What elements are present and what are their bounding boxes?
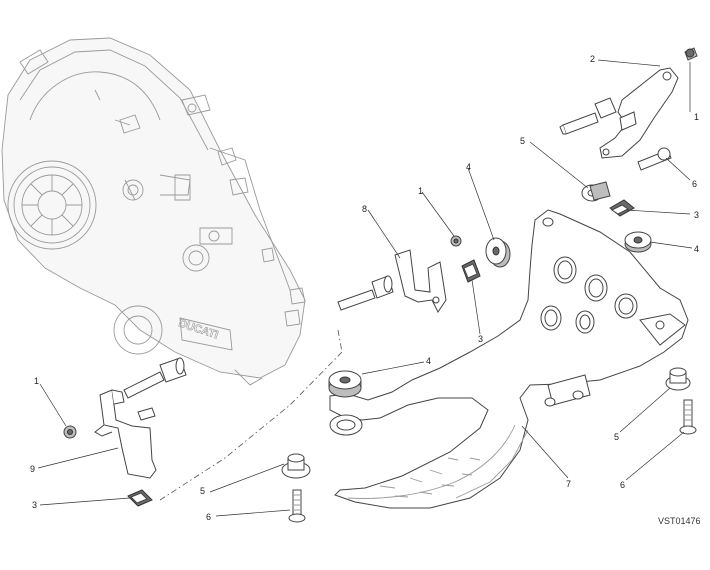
bracket-part-2: [599, 67, 679, 159]
callout-3-left: 3: [32, 500, 37, 510]
callout-6-bottom-right: 6: [620, 480, 625, 490]
screw-part-1-left: [63, 425, 77, 439]
washer-part-5-top: [581, 181, 611, 202]
callout-1-center: 1: [418, 186, 423, 196]
callout-2-top: 2: [590, 54, 595, 64]
callout-4-right: 4: [694, 244, 699, 254]
callout-6-top-right: 6: [692, 179, 697, 189]
bracket-part-9: [94, 389, 157, 479]
bolt-left-bracket: [123, 357, 187, 399]
center-lines: [159, 329, 343, 501]
callout-6-bottom: 6: [206, 512, 211, 522]
grommet-part-4-center-top: [485, 237, 511, 268]
callout-4-center-top: 4: [466, 162, 471, 172]
grommet-part-4-right: [624, 231, 652, 253]
skid-plate-part-7: [329, 209, 689, 509]
screw-part-6-bottom-right: [679, 399, 697, 435]
leader-lines: [37, 59, 693, 517]
bolt-top-bracket: [559, 97, 617, 135]
clip-part-3-right: [609, 199, 635, 217]
bracket-part-8: [394, 249, 447, 313]
callout-9-left: 9: [30, 464, 35, 474]
drawing-reference-code: VST01476: [658, 516, 701, 526]
callout-1-top-right: 1: [694, 112, 699, 122]
clip-part-3-center: [461, 259, 481, 283]
screw-part-6-top-right: [637, 147, 672, 171]
callout-labels: 2 1 5 6 3 4 4 1 8 3 4 1 9 3 5 6 7 5 6: [30, 54, 699, 522]
callout-7-bottom: 7: [566, 479, 571, 489]
screw-part-1-center: [450, 235, 462, 247]
callout-4-center-mid: 4: [426, 356, 431, 366]
grommet-part-4-center-mid: [328, 370, 362, 398]
screw-part-1-top-right: [684, 47, 698, 61]
washer-part-5-bottom-right: [665, 367, 691, 391]
callout-3-right: 3: [694, 210, 699, 220]
callout-1-left: 1: [34, 376, 39, 386]
callout-5-bottom-right: 5: [614, 432, 619, 442]
callout-8-center: 8: [362, 204, 367, 214]
callout-5-bottom: 5: [200, 486, 205, 496]
bolt-part-8-stem: [337, 275, 394, 311]
clip-part-3-left: [127, 489, 153, 507]
washer-part-5-bottom: [281, 453, 311, 479]
screw-part-6-bottom: [288, 489, 306, 523]
callout-5-top: 5: [520, 136, 525, 146]
callout-3-center: 3: [478, 334, 483, 344]
engine-clutch-cover: DUCATI: [1, 37, 306, 386]
